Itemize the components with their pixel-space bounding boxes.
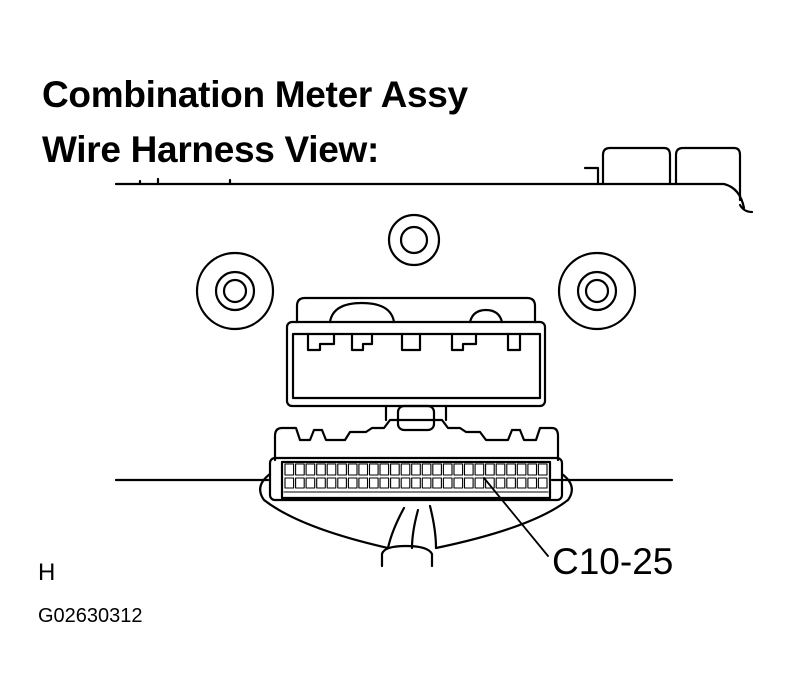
connector-latch — [384, 404, 448, 432]
connector-pin — [463, 477, 474, 489]
connector-pin — [400, 463, 411, 476]
connector-pin — [295, 477, 305, 489]
connector-pin — [432, 477, 442, 489]
connector-pin — [485, 463, 495, 476]
connector-pin — [421, 477, 432, 489]
connector-pin — [326, 463, 337, 476]
title-line-2: Wire Harness View: — [42, 129, 380, 170]
connector-pin — [453, 463, 464, 476]
connector-pin — [442, 477, 453, 489]
wire-leads — [386, 504, 438, 550]
connector-pin — [390, 477, 400, 489]
connector-pin — [358, 477, 369, 489]
connector-pin — [368, 463, 379, 476]
connector-pin — [463, 463, 474, 476]
pin-callout-label: C10-25 — [552, 541, 674, 582]
figure-code: G02630312 — [38, 605, 143, 627]
connector-pin — [347, 477, 358, 489]
connector-pin — [527, 477, 538, 489]
connector-pin — [474, 463, 485, 476]
wire-loop — [259, 472, 573, 550]
connector-pin — [432, 463, 442, 476]
connector-pin — [506, 477, 516, 489]
connector-pin — [421, 463, 432, 476]
connector-pin — [379, 477, 390, 489]
meter-socket — [285, 296, 547, 408]
connector-pin — [337, 477, 347, 489]
connector-pin — [411, 463, 421, 476]
connector-pin — [537, 477, 548, 489]
connector-pin — [284, 463, 295, 476]
connector-pin — [368, 477, 379, 489]
connector-pin — [347, 463, 358, 476]
connector-pin — [316, 463, 326, 476]
connector-pin — [400, 477, 411, 489]
connector-pin — [284, 477, 295, 489]
wire-sleeve — [380, 544, 434, 568]
harness-plug — [268, 418, 564, 502]
connector-pin — [537, 463, 548, 476]
callout-leader-line — [483, 477, 549, 557]
panel-upper-edge — [114, 166, 754, 214]
connector-pin — [411, 477, 421, 489]
connector-pin — [326, 477, 337, 489]
connector-pin — [316, 477, 326, 489]
connector-pin — [379, 463, 390, 476]
connector-pin — [295, 463, 305, 476]
connector-pin — [495, 463, 506, 476]
connector-pin — [474, 477, 485, 489]
connector-pin — [305, 477, 316, 489]
connector-pin — [305, 463, 316, 476]
connector-pin — [516, 477, 527, 489]
connector-pin — [485, 477, 495, 489]
connector-pin — [337, 463, 347, 476]
connector-pin — [442, 463, 453, 476]
connector-pin — [453, 477, 464, 489]
connector-pin — [390, 463, 400, 476]
mounting-boss-center — [387, 213, 441, 267]
mounting-boss-right — [557, 251, 637, 331]
connector-pin — [527, 463, 538, 476]
upper-right-tabs — [601, 146, 742, 202]
connector-pin — [495, 477, 506, 489]
connector-pin — [516, 463, 527, 476]
mounting-boss-left — [195, 251, 275, 331]
corner-mark: H — [38, 559, 56, 586]
connector-pin — [506, 463, 516, 476]
title-line-1: Combination Meter Assy — [42, 74, 468, 115]
connector-pin — [358, 463, 369, 476]
